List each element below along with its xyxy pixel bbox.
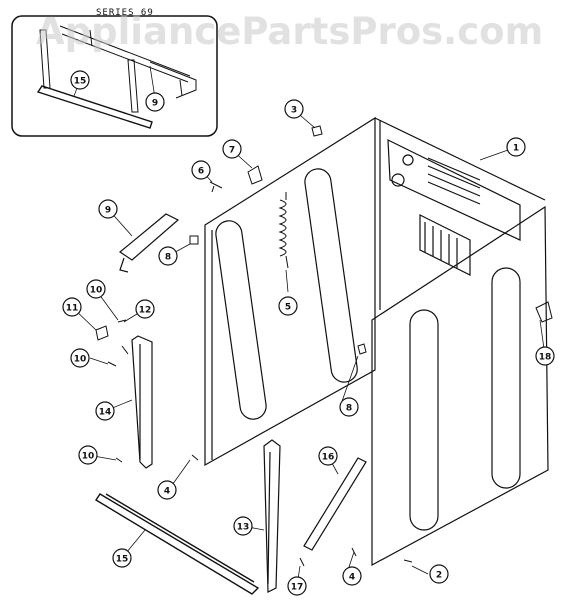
- svg-text:10: 10: [74, 355, 87, 365]
- svg-text:18: 18: [539, 353, 552, 363]
- callout-2: 2: [429, 564, 449, 584]
- front-rail: [263, 439, 281, 593]
- callout-8b: 8: [339, 397, 359, 417]
- svg-text:17: 17: [291, 583, 304, 593]
- svg-text:15: 15: [116, 555, 129, 565]
- svg-text:14: 14: [99, 408, 112, 418]
- svg-text:15: 15: [74, 77, 87, 87]
- callout-10a: 10: [86, 279, 106, 299]
- callout-15b: 15: [70, 70, 90, 90]
- callout-9b: 9: [145, 92, 165, 112]
- callout-3: 3: [284, 99, 304, 119]
- svg-text:6: 6: [198, 167, 204, 177]
- callout-7: 7: [222, 139, 242, 159]
- side-rail: [131, 335, 153, 469]
- svg-text:10: 10: [82, 452, 95, 462]
- callout-8a: 8: [158, 246, 178, 266]
- svg-text:1: 1: [513, 144, 519, 154]
- callout-6: 6: [191, 160, 211, 180]
- series-inset: [11, 15, 218, 137]
- bracket-part: [118, 213, 180, 273]
- svg-text:16: 16: [322, 453, 335, 463]
- svg-text:9: 9: [105, 206, 111, 216]
- callout-14: 14: [95, 401, 115, 421]
- bottom-strip: [95, 493, 260, 595]
- callout-13: 13: [233, 516, 253, 536]
- svg-text:3: 3: [291, 106, 297, 116]
- callout-10b: 10: [70, 348, 90, 368]
- svg-text:4: 4: [349, 573, 355, 583]
- hardware: [95, 125, 553, 567]
- callout-12: 12: [135, 299, 155, 319]
- callout-18: 18: [535, 346, 555, 366]
- callout-15a: 15: [112, 548, 132, 568]
- svg-text:8: 8: [165, 253, 171, 263]
- brace: [303, 457, 367, 551]
- callout-16: 16: [318, 446, 338, 466]
- svg-text:7: 7: [229, 146, 235, 156]
- callout-10c: 10: [78, 445, 98, 465]
- callout-5: 5: [278, 296, 298, 316]
- callout-4a: 4: [157, 480, 177, 500]
- spring: [278, 192, 289, 269]
- leader-lines: [71, 65, 546, 587]
- svg-text:13: 13: [237, 523, 250, 533]
- svg-text:5: 5: [285, 303, 291, 313]
- svg-text:10: 10: [90, 286, 103, 296]
- svg-text:4: 4: [164, 487, 170, 497]
- svg-text:11: 11: [66, 304, 79, 314]
- callouts: 1 2 3 4 4 5 6 7 8 8 9 9 10 10 10 11 12 1…: [62, 70, 555, 596]
- svg-text:2: 2: [436, 571, 442, 581]
- cabinet: [204, 116, 549, 567]
- callout-1: 1: [506, 137, 526, 157]
- callout-17: 17: [287, 576, 307, 596]
- callout-9a: 9: [98, 199, 118, 219]
- svg-text:9: 9: [152, 99, 158, 109]
- svg-text:12: 12: [139, 306, 152, 316]
- series-label: SERIES 69: [96, 8, 154, 18]
- callout-4b: 4: [342, 566, 362, 586]
- svg-text:8: 8: [346, 404, 352, 414]
- callout-11: 11: [62, 297, 82, 317]
